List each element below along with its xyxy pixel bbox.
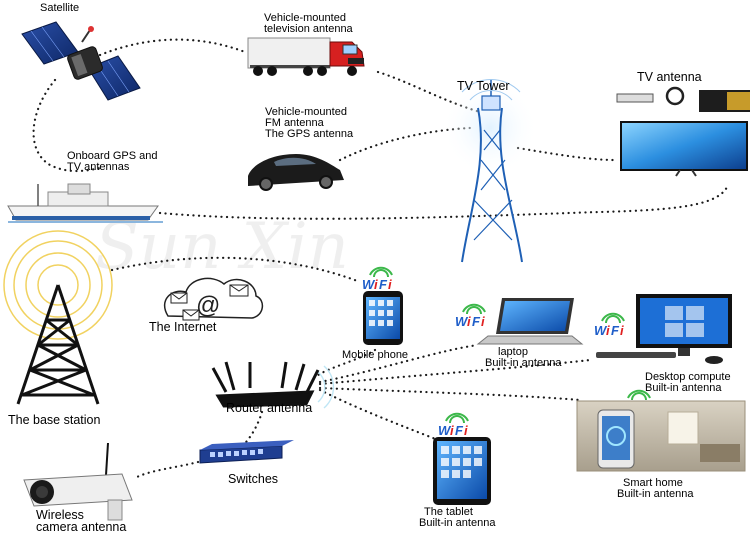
line-switches-camera xyxy=(133,460,200,480)
internet-cloud-icon: @ xyxy=(163,277,264,321)
wifi-badge-desktop: W i F i xyxy=(594,312,625,338)
router-icon xyxy=(211,361,320,408)
switches-label: Switches xyxy=(228,472,278,486)
svg-text:W: W xyxy=(438,423,452,438)
line-router-laptop xyxy=(318,343,480,384)
internet-label: The Internet xyxy=(149,320,217,334)
svg-text:@: @ xyxy=(196,292,220,319)
satellite-icon xyxy=(21,21,141,101)
svg-text:i: i xyxy=(606,323,610,338)
satellite-label: Satellite xyxy=(40,2,79,14)
desktop-computer-icon xyxy=(596,294,732,364)
vehicle-fm-label-line2: FM antenna xyxy=(265,117,325,129)
svg-text:i: i xyxy=(481,314,485,329)
line-ship-tvright xyxy=(158,183,730,220)
smart-home-image xyxy=(576,400,746,472)
tablet-label-line1: The tablet xyxy=(424,506,473,518)
desktop-label-line2: Built-in antenna xyxy=(645,382,722,394)
tablet-icon xyxy=(433,437,491,505)
svg-text:i: i xyxy=(464,423,468,438)
svg-text:i: i xyxy=(620,323,624,338)
svg-text:i: i xyxy=(467,314,471,329)
mobile-label: Mobile phone xyxy=(342,349,408,361)
onboard-label-line1: Onboard GPS and xyxy=(67,150,158,162)
vehicle-tv-label-line2: television antenna xyxy=(264,23,354,35)
wifi-badge-tablet: W i F i xyxy=(438,412,469,438)
tv-screen-icon xyxy=(620,121,748,177)
switches-icon xyxy=(199,440,294,464)
ship-icon xyxy=(7,183,163,223)
line-basestation-phone xyxy=(110,256,362,284)
svg-text:W: W xyxy=(362,277,376,292)
router-label: Router antenna xyxy=(226,401,312,415)
wireless-camera-icon xyxy=(23,442,133,521)
svg-text:i: i xyxy=(388,277,392,292)
router-signal-glow xyxy=(317,365,335,409)
connection-lines xyxy=(32,38,730,480)
tv-tower-icon xyxy=(461,80,523,263)
line-truck-tower xyxy=(376,70,482,114)
line-satellite-ship xyxy=(32,78,102,173)
svg-text:F: F xyxy=(379,277,388,292)
svg-text:F: F xyxy=(472,314,481,329)
line-router-tablet xyxy=(318,388,440,442)
wifi-badge-laptop: W i F i xyxy=(455,303,486,329)
base-station-label: The base station xyxy=(8,413,100,427)
vehicle-fm-label-line1: Vehicle-mounted xyxy=(265,106,347,118)
camera-label-line1: Wireless xyxy=(36,508,84,522)
svg-text:i: i xyxy=(450,423,454,438)
mobile-phone-icon xyxy=(363,291,403,345)
laptop-label-line2: Built-in antenna xyxy=(485,357,562,369)
tv-antenna-device-icon xyxy=(616,86,750,112)
smart-home-label-line2: Built-in antenna xyxy=(617,488,694,500)
vehicle-tv-label-line1: Vehicle-mounted xyxy=(264,12,346,24)
car-icon xyxy=(248,154,344,191)
truck-icon xyxy=(247,37,365,76)
svg-text:W: W xyxy=(455,314,469,329)
tower-signal-arcs xyxy=(461,79,521,101)
camera-label-line2: camera antenna xyxy=(36,520,126,534)
vehicle-fm-label-line3: The GPS antenna xyxy=(265,128,354,140)
tv-antenna-label: TV antenna xyxy=(637,70,702,84)
wifi-badge-mobile: W i F i xyxy=(362,266,393,292)
tv-tower-label: TV Tower xyxy=(457,79,510,93)
base-station-signal-arcs xyxy=(3,230,113,340)
tower-glow xyxy=(442,80,538,176)
onboard-label-line2: TV antennas xyxy=(67,161,130,173)
desktop-label-line1: Desktop compute xyxy=(645,371,731,383)
svg-text:F: F xyxy=(455,423,464,438)
line-satellite-truck xyxy=(98,38,247,57)
svg-text:F: F xyxy=(611,323,620,338)
laptop-icon xyxy=(476,298,584,345)
svg-text:W: W xyxy=(594,323,608,338)
laptop-label-line1: laptop xyxy=(498,346,528,358)
tablet-label-line2: Built-in antenna xyxy=(419,517,496,529)
base-station-tower-icon xyxy=(16,284,100,405)
svg-text:i: i xyxy=(374,277,378,292)
line-phone-router xyxy=(313,348,377,380)
smart-home-label-line1: Smart home xyxy=(623,477,683,489)
line-router-smarthome xyxy=(318,386,582,402)
line-router-desktop xyxy=(318,358,592,386)
